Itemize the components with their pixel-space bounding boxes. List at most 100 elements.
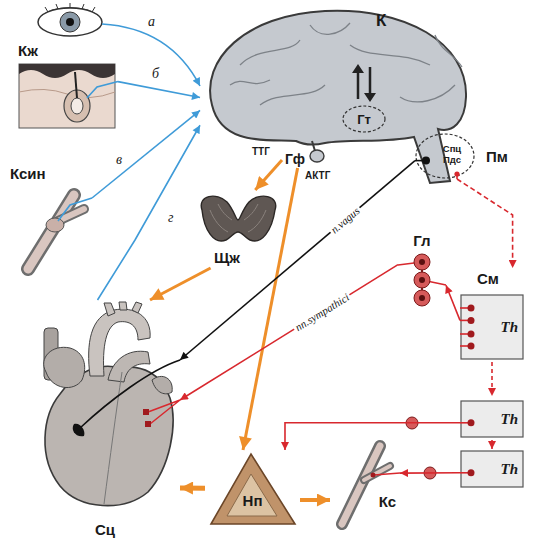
- skin-receptor: Кж: [15, 42, 118, 130]
- blood-vessel: Кс: [330, 438, 400, 528]
- connector-arrow: [118, 82, 200, 98]
- pituitary-label: Гф: [282, 150, 308, 168]
- optic-nerve-line: [102, 24, 200, 86]
- heart: Сц: [30, 300, 180, 540]
- illustration-part: [230, 23, 462, 105]
- illustration-part: [28, 195, 74, 269]
- spinal-cord: СмThThTh: [455, 268, 527, 498]
- illustration-part: [80, 360, 180, 428]
- organ-label: Пдс: [443, 154, 461, 165]
- illustration-part: [468, 419, 475, 426]
- connector-arrow: [180, 485, 205, 490]
- segment-link: [491, 362, 493, 396]
- organ-label: Щж: [214, 249, 240, 266]
- adrenal-gland: Нп: [205, 450, 300, 528]
- organ-picture: [205, 450, 300, 528]
- illustration-part: [104, 372, 122, 504]
- illustration-part: [148, 400, 180, 424]
- illustration-part: [46, 218, 64, 232]
- illustration-part: [468, 305, 475, 312]
- illustration-part: [201, 196, 276, 241]
- illustration-part: [343, 106, 385, 132]
- organ-label: Пм: [484, 148, 510, 165]
- connector-arrow: [180, 161, 415, 360]
- organ-label: Кс: [379, 493, 396, 510]
- illustration-part: [152, 376, 172, 393]
- illustration-part: [456, 176, 458, 179]
- illustration-part: [58, 198, 92, 221]
- illustration-part: [71, 98, 83, 114]
- connector-arrow: [285, 423, 460, 450]
- illustration-part: [73, 424, 85, 437]
- illustration-part: [210, 11, 466, 183]
- illustration-part: [414, 272, 430, 288]
- illustration-part: [419, 259, 425, 265]
- illustration-part: [461, 401, 523, 437]
- spinal-segment: Th: [460, 400, 524, 438]
- organ-label: Гл: [413, 232, 430, 249]
- illustration-part: [364, 466, 390, 480]
- illustration-part: [414, 254, 430, 270]
- illustration-part: [419, 295, 425, 301]
- illustration-part: [454, 171, 459, 176]
- illustration-part: [19, 64, 115, 78]
- illustration-part: [66, 18, 74, 26]
- ganglion-chain: Гл: [398, 232, 446, 308]
- illustration-part: [89, 309, 151, 376]
- organ-label: Th: [500, 319, 518, 336]
- illustration-part: [461, 451, 523, 487]
- segment-link: [491, 440, 493, 449]
- organ-label: Нп: [243, 492, 263, 509]
- illustration-part: [87, 82, 118, 98]
- organ-label: Гт: [357, 112, 371, 127]
- illustration-part: [75, 72, 77, 98]
- organ-label: Th: [500, 411, 518, 428]
- organ-picture: [330, 438, 400, 528]
- illustration-part: [211, 454, 295, 524]
- organ-label: Th: [500, 461, 518, 478]
- edge-label: б: [150, 66, 161, 82]
- illustration-part: [227, 474, 277, 516]
- edge-label: nn.sympathici: [291, 290, 353, 335]
- illustration-part: [143, 409, 149, 415]
- thyroid-gland: Щж: [192, 190, 285, 268]
- edge-label: n.vagus: [326, 204, 363, 238]
- illustration-part: [414, 290, 430, 306]
- illustration-part: [104, 302, 142, 316]
- illustration-part: [45, 3, 95, 12]
- organ-label: Ксин: [10, 165, 46, 182]
- connector-arrow: [98, 125, 201, 300]
- illustration-part: [342, 446, 380, 524]
- edge-label: АКТГ: [303, 170, 332, 181]
- organ-label: К: [376, 11, 386, 31]
- illustration-part: [364, 466, 390, 480]
- connector-arrow: [300, 498, 330, 502]
- connector-arrow: [180, 265, 398, 400]
- brain-region: К ГтСпцПдс: [200, 5, 480, 190]
- illustration-part: [371, 473, 376, 478]
- illustration-part: [310, 150, 324, 162]
- eye-picture: [38, 3, 102, 36]
- organ-label: Гф: [285, 151, 305, 167]
- illustration-part: [145, 421, 151, 427]
- illustration-part: [60, 12, 80, 32]
- connector-arrow: [446, 285, 460, 320]
- afferent-letter: а: [146, 14, 157, 30]
- connector-arrow: [150, 268, 211, 300]
- connector-arrow: [457, 179, 513, 268]
- illustration-part: [28, 195, 74, 269]
- illustration-part: [312, 141, 315, 151]
- edge-label: г: [166, 210, 175, 226]
- illustration-part: [44, 347, 85, 387]
- organ-picture: [200, 5, 480, 190]
- edge-label: в: [114, 152, 124, 168]
- illustration-part: [210, 204, 266, 232]
- illustration-part: [19, 64, 115, 128]
- organ-label: См: [477, 270, 499, 287]
- edge-label: ТТГ: [250, 146, 272, 157]
- medulla-center: СпцПдс: [415, 133, 475, 179]
- connector-arrow: [255, 160, 282, 190]
- illustration-part: [468, 331, 475, 338]
- hypothalamus-zone: Гт: [342, 105, 386, 133]
